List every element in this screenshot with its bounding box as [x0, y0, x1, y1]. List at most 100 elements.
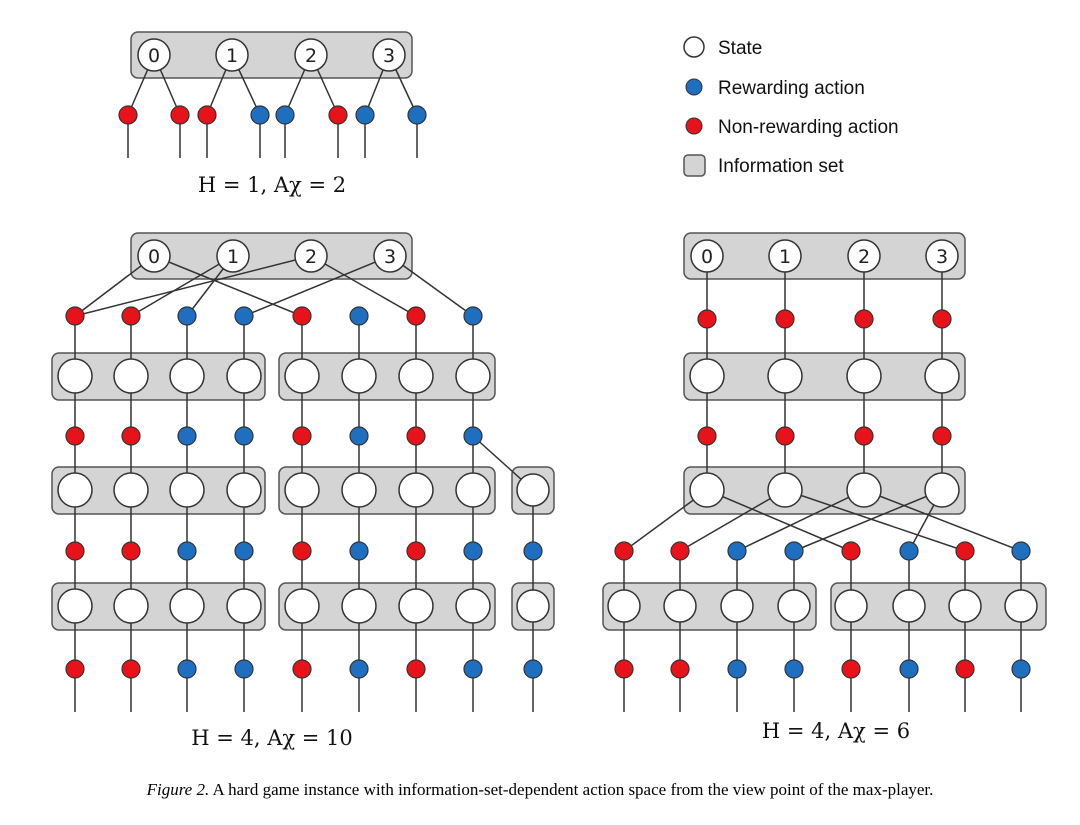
- state-label: 1: [226, 45, 238, 67]
- non-rewarding-action-node: [65, 541, 85, 561]
- rewarding-action-node: [727, 659, 747, 679]
- information-set-box: [683, 352, 966, 401]
- state-node: [137, 239, 171, 273]
- rewarding-action-node: [727, 541, 747, 561]
- state-node: [226, 472, 262, 508]
- edge-line: [784, 489, 966, 552]
- state-label: 0: [148, 246, 160, 268]
- state-node: [137, 38, 171, 72]
- state-node: [113, 472, 149, 508]
- edge-line: [310, 255, 417, 317]
- state-node: [834, 589, 868, 623]
- state-label: 2: [305, 45, 317, 67]
- state-node: [113, 588, 149, 624]
- rewarding-action-node: [250, 105, 270, 125]
- rewarding-action-node: [1011, 659, 1031, 679]
- rewarding-action-node: [349, 306, 369, 326]
- information-set-box: [278, 352, 496, 401]
- non-rewarding-action-node: [292, 659, 312, 679]
- rewarding-action-node: [784, 659, 804, 679]
- non-rewarding-action-node: [614, 659, 634, 679]
- state-node: [372, 38, 406, 72]
- state-node: [169, 472, 205, 508]
- edge-line: [389, 255, 474, 317]
- rewarding-action-node: [784, 541, 804, 561]
- rewarding-action-node: [523, 659, 543, 679]
- legend-state-icon: [683, 36, 705, 58]
- state-node: [216, 239, 250, 273]
- state-node: [663, 589, 697, 623]
- non-rewarding-action-node: [121, 306, 141, 326]
- edge-line: [863, 489, 1022, 552]
- rewarding-action-node: [463, 541, 483, 561]
- panel-label: H = 4, Aχ = 6: [762, 719, 910, 743]
- information-set-box: [278, 466, 496, 515]
- information-set-box: [830, 582, 1047, 631]
- rewarding-action-node: [234, 541, 254, 561]
- state-node: [607, 589, 641, 623]
- rewarding-action-node: [234, 426, 254, 446]
- state-node: [341, 472, 377, 508]
- edge-line: [153, 255, 303, 317]
- edge-line: [130, 255, 234, 317]
- state-node: [767, 472, 803, 508]
- information-set-box: [130, 232, 413, 280]
- rewarding-action-node: [275, 105, 295, 125]
- edge-line: [679, 489, 786, 552]
- rewarding-action-node: [1011, 541, 1031, 561]
- state-node: [847, 239, 881, 273]
- state-node: [398, 472, 434, 508]
- rewarding-action-node: [355, 105, 375, 125]
- state-node: [284, 588, 320, 624]
- rewarding-action-node: [349, 659, 369, 679]
- state-node: [689, 358, 725, 394]
- rewarding-action-node: [899, 541, 919, 561]
- non-rewarding-action-node: [292, 306, 312, 326]
- non-rewarding-action-node: [170, 105, 190, 125]
- state-node: [948, 589, 982, 623]
- state-node: [113, 358, 149, 394]
- rewarding-action-node: [177, 541, 197, 561]
- non-rewarding-action-node: [65, 306, 85, 326]
- panel-label: H = 4, Aχ = 10: [191, 726, 353, 750]
- state-label: 2: [305, 246, 317, 268]
- non-rewarding-action-node: [670, 541, 690, 561]
- state-node: [768, 239, 802, 273]
- state-node: [398, 358, 434, 394]
- edge-line: [793, 489, 943, 552]
- state-node: [767, 358, 803, 394]
- state-node: [689, 472, 725, 508]
- non-rewarding-action-node: [65, 659, 85, 679]
- rewarding-action-node: [349, 541, 369, 561]
- state-label: 3: [383, 45, 395, 67]
- state-label: 3: [936, 246, 948, 268]
- state-node: [284, 358, 320, 394]
- non-rewarding-action-node: [697, 426, 717, 446]
- non-rewarding-action-node: [121, 541, 141, 561]
- edge-line: [243, 255, 391, 317]
- state-node: [284, 472, 320, 508]
- state-label: 1: [779, 246, 791, 268]
- legend-rewarding-icon: [685, 78, 703, 96]
- non-rewarding-action-node: [697, 309, 717, 329]
- legend-label: Non-rewarding action: [718, 117, 899, 138]
- state-node: [57, 358, 93, 394]
- edge-line: [74, 255, 312, 317]
- legend-label: State: [718, 38, 762, 59]
- state-node: [373, 239, 407, 273]
- non-rewarding-action-node: [406, 541, 426, 561]
- information-set-box: [51, 582, 266, 631]
- state-node: [215, 38, 249, 72]
- state-node: [294, 38, 328, 72]
- non-rewarding-action-node: [406, 659, 426, 679]
- non-rewarding-action-node: [775, 309, 795, 329]
- non-rewarding-action-node: [932, 309, 952, 329]
- state-label: 1: [227, 246, 239, 268]
- non-rewarding-action-node: [854, 426, 874, 446]
- state-node: [455, 472, 491, 508]
- state-node: [169, 588, 205, 624]
- non-rewarding-action-node: [197, 105, 217, 125]
- rewarding-action-node: [407, 105, 427, 125]
- non-rewarding-action-node: [670, 659, 690, 679]
- non-rewarding-action-node: [328, 105, 348, 125]
